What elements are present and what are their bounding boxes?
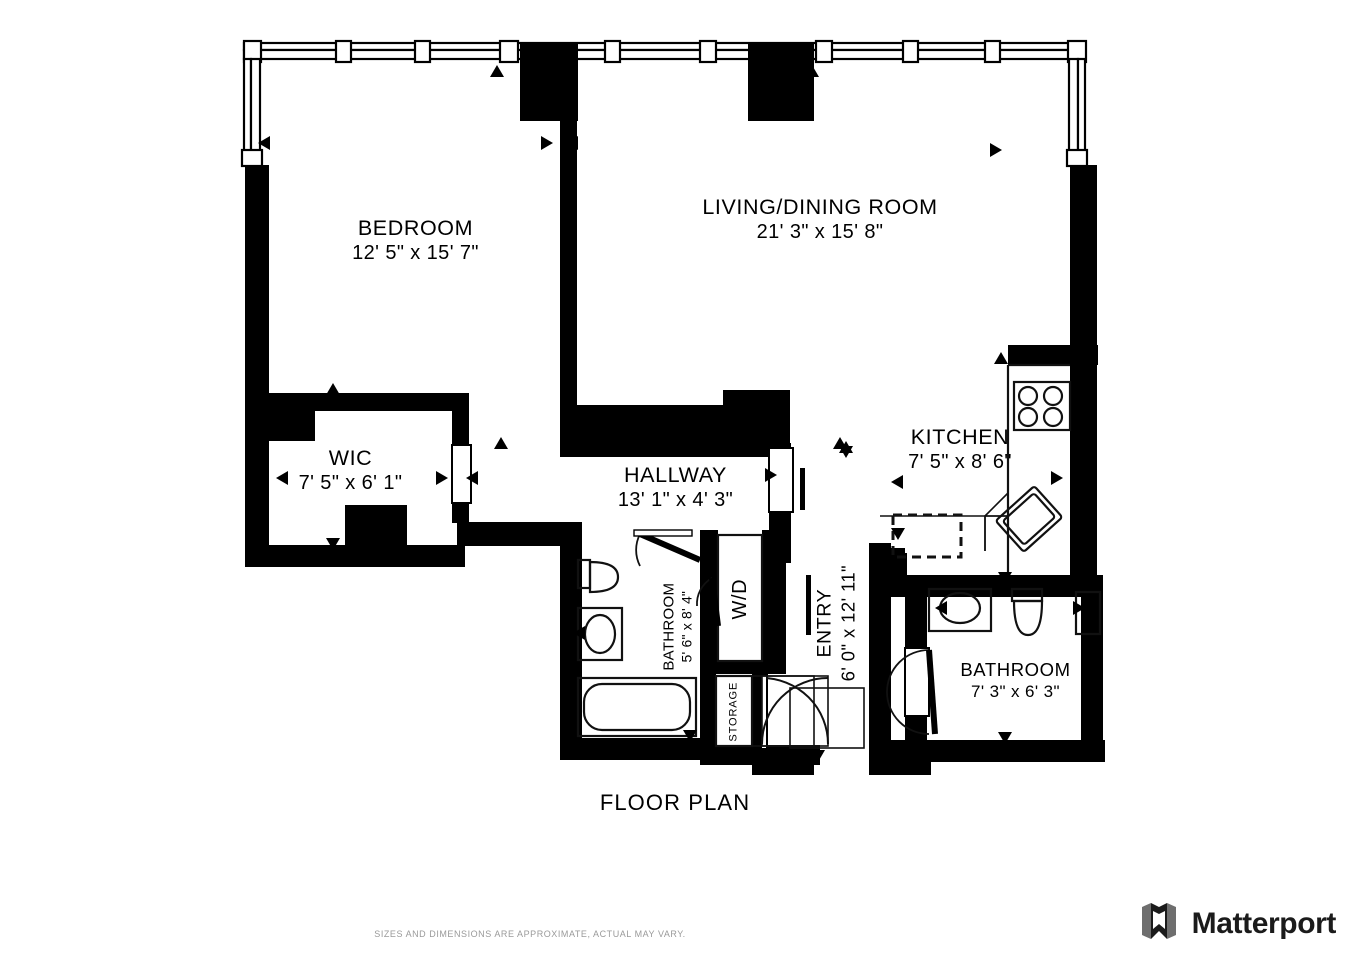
room-dims: 7' 5" x 8' 6" xyxy=(908,451,1012,474)
toilet-icon-guest xyxy=(1010,587,1044,637)
room-dims: 7' 3" x 6' 3" xyxy=(971,681,1060,701)
window-wall-right xyxy=(1065,57,1089,168)
space-name: W/D xyxy=(728,578,751,620)
window-wall-left xyxy=(240,57,264,168)
room-label-bedroom: BEDROOM 12' 5" x 15' 7" xyxy=(298,215,533,266)
refrigerator-dashed-icon xyxy=(891,513,963,559)
room-label-entry: ENTRY 6' 0" x 12' 11" xyxy=(813,531,859,716)
room-dims: 7' 5" x 6' 1" xyxy=(298,472,403,495)
disclaimer-text: SIZES AND DIMENSIONS ARE APPROXIMATE, AC… xyxy=(374,929,686,939)
room-dims: 6' 0" x 12' 11" xyxy=(837,564,859,682)
space-name: STORAGE xyxy=(727,681,740,742)
doorway-openings xyxy=(452,445,929,716)
room-name: WIC xyxy=(328,446,373,470)
washer-dryer-unit xyxy=(716,533,764,663)
cooktop-four-burner-icon xyxy=(1012,380,1072,432)
room-label-bathroom-main: BATHROOM 5' 6" x 8' 4" xyxy=(660,552,695,702)
room-label-hallway: HALLWAY 13' 1" x 4' 3" xyxy=(563,462,788,513)
bathtub-icon xyxy=(576,676,698,738)
room-label-living-dining: LIVING/DINING ROOM 21' 3" x 15' 8" xyxy=(690,194,950,245)
doors-layer xyxy=(633,529,938,749)
room-label-kitchen: KITCHEN 7' 5" x 8' 6" xyxy=(880,424,1040,475)
room-name: BATHROOM xyxy=(660,582,678,671)
page-title-text: FLOOR PLAN xyxy=(599,790,751,815)
page-title: FLOOR PLAN xyxy=(0,790,1350,816)
window-wall-top xyxy=(242,41,1086,61)
room-name: ENTRY xyxy=(813,588,836,658)
column-left xyxy=(520,43,578,121)
matterport-branding: Matterport xyxy=(1139,901,1336,946)
room-dims: 21' 3" x 15' 8" xyxy=(756,221,884,244)
matterport-box-logo xyxy=(1139,901,1179,946)
room-name: LIVING/DINING ROOM xyxy=(702,195,938,219)
toilet-icon-main xyxy=(576,558,620,594)
room-dims: 5' 6" x 8' 4" xyxy=(678,590,695,663)
room-name: KITCHEN xyxy=(910,425,1010,449)
walls-layer xyxy=(240,39,1105,775)
window-mullions xyxy=(242,39,1088,64)
sink-diagonal-icon xyxy=(995,486,1063,552)
column-right xyxy=(748,43,814,121)
room-name: BATHROOM xyxy=(960,659,1071,680)
dimension-markers xyxy=(258,65,1085,762)
room-name: BEDROOM xyxy=(357,216,474,240)
interior-walls xyxy=(245,118,1105,775)
space-label-storage: STORAGE xyxy=(727,681,740,743)
room-label-wic: WIC 7' 5" x 6' 1" xyxy=(268,445,433,496)
brand-name: Matterport xyxy=(1191,906,1337,940)
room-dims: 12' 5" x 15' 7" xyxy=(352,242,479,265)
space-label-washer-dryer: W/D xyxy=(728,564,752,634)
room-label-bathroom-guest: BATHROOM 7' 3" x 6' 3" xyxy=(923,659,1108,702)
room-dims: 13' 1" x 4' 3" xyxy=(617,489,734,512)
room-name: HALLWAY xyxy=(624,463,727,487)
